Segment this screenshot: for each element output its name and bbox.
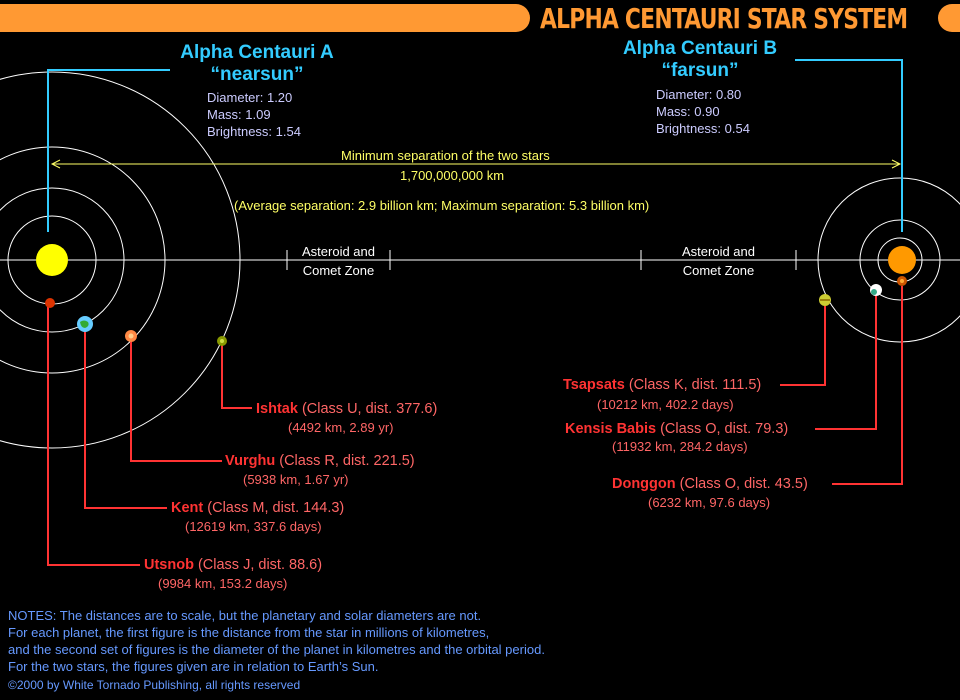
planet-utsnob-label: Utsnob (Class J, dist. 88.6) bbox=[144, 557, 322, 573]
zone-ticks bbox=[286, 250, 797, 270]
leader-ishtak bbox=[221, 341, 252, 409]
planet-kent-info: (Class M, dist. 144.3) bbox=[203, 500, 345, 516]
star-a-mass: Mass: 1.09 bbox=[207, 107, 271, 122]
star-a-brightness: Brightness: 1.54 bbox=[207, 124, 301, 139]
planet-vurghu-name: Vurghu bbox=[225, 453, 276, 469]
planet-ishtak-sub: (4492 km, 2.89 yr) bbox=[288, 420, 394, 435]
planet-kent-name: Kent bbox=[171, 500, 204, 516]
planet-donggon-name: Donggon bbox=[612, 476, 676, 492]
planet-donggon-info: (Class O, dist. 43.5) bbox=[675, 476, 808, 492]
star-a-icon bbox=[36, 244, 68, 276]
planet-utsnob-info: (Class J, dist. 88.6) bbox=[193, 557, 323, 573]
leader-kent bbox=[84, 324, 167, 509]
separation-value: 1,700,000,000 km bbox=[400, 168, 505, 183]
zone-left: Asteroid and Comet Zone bbox=[288, 242, 389, 280]
leader-utsnob bbox=[47, 303, 140, 566]
star-b-name: Alpha Centauri B bbox=[622, 38, 778, 59]
planet-kensis-babis-label: Kensis Babis (Class O, dist. 79.3) bbox=[565, 421, 788, 437]
planet-kent-sub: (12619 km, 337.6 days) bbox=[185, 519, 322, 534]
planet-utsnob-icon bbox=[45, 298, 55, 308]
notes-block: NOTES: The distances are to scale, but t… bbox=[8, 607, 545, 675]
planet-ishtak-name: Ishtak bbox=[256, 401, 298, 417]
star-a-nickname: “nearsun” bbox=[210, 64, 304, 85]
header-bar bbox=[0, 4, 530, 32]
page-title: ALPHA CENTAURI STAR SYSTEM bbox=[540, 2, 908, 35]
planet-tsapsats-sub: (10212 km, 402.2 days) bbox=[597, 397, 734, 412]
planet-tsapsats-info: (Class K, dist. 111.5) bbox=[624, 377, 762, 393]
planet-utsnob-sub: (9984 km, 153.2 days) bbox=[158, 576, 288, 591]
notes-line-2: For each planet, the first figure is the… bbox=[8, 625, 490, 640]
zone-right-line2: Comet Zone bbox=[682, 263, 755, 278]
planet-vurghu-sub: (5938 km, 1.67 yr) bbox=[243, 472, 349, 487]
star-a-leader bbox=[47, 69, 170, 232]
zone-right: Asteroid and Comet Zone bbox=[642, 242, 795, 280]
notes-line-3: and the second set of figures is the dia… bbox=[8, 642, 545, 657]
planet-kensis-babis-name: Kensis Babis bbox=[565, 421, 657, 437]
planet-kensis-babis-info: (Class O, dist. 79.3) bbox=[656, 421, 789, 437]
star-a-diameter: Diameter: 1.20 bbox=[207, 90, 293, 105]
notes-line-4: For the two stars, the figures given are… bbox=[8, 659, 379, 674]
zone-right-line1: Asteroid and bbox=[682, 244, 755, 259]
planet-vurghu-info: (Class R, dist. 221.5) bbox=[275, 453, 415, 469]
separation-label: Minimum separation of the two stars bbox=[341, 148, 550, 163]
planet-vurghu-label: Vurghu (Class R, dist. 221.5) bbox=[225, 453, 415, 469]
notes-line-1: NOTES: The distances are to scale, but t… bbox=[8, 608, 482, 623]
separation-arrow bbox=[50, 159, 902, 169]
header-cap bbox=[938, 4, 960, 32]
copyright: ©2000 by White Tornado Publishing, all r… bbox=[8, 678, 301, 692]
planet-tsapsats-name: Tsapsats bbox=[563, 377, 625, 393]
star-b-icon bbox=[888, 246, 916, 274]
star-b-diameter: Diameter: 0.80 bbox=[656, 87, 742, 102]
leader-vurghu bbox=[130, 336, 222, 462]
planet-tsapsats-label: Tsapsats (Class K, dist. 111.5) bbox=[563, 377, 761, 393]
star-b-mass: Mass: 0.90 bbox=[656, 104, 720, 119]
planet-utsnob-name: Utsnob bbox=[144, 557, 194, 573]
planet-ishtak-info: (Class U, dist. 377.6) bbox=[297, 401, 438, 417]
zone-left-line2: Comet Zone bbox=[302, 263, 375, 278]
planet-kensis-babis-sub: (11932 km, 284.2 days) bbox=[612, 439, 748, 454]
planet-donggon-sub: (6232 km, 97.6 days) bbox=[648, 495, 771, 510]
star-a-name: Alpha Centauri A bbox=[180, 42, 334, 63]
star-b-brightness: Brightness: 0.54 bbox=[656, 121, 750, 136]
leader-donggon bbox=[832, 286, 903, 485]
zone-left-line1: Asteroid and bbox=[302, 244, 375, 259]
planet-kent-label: Kent (Class M, dist. 144.3) bbox=[171, 500, 344, 516]
star-b-leader bbox=[795, 59, 903, 232]
planet-donggon-label: Donggon (Class O, dist. 43.5) bbox=[612, 476, 808, 492]
star-b-nickname: “farsun” bbox=[661, 60, 739, 81]
leader-kensis-babis bbox=[815, 296, 877, 430]
planet-ishtak-label: Ishtak (Class U, dist. 377.6) bbox=[256, 401, 437, 417]
leader-tsapsats bbox=[780, 306, 826, 386]
separation-note: (Average separation: 2.9 billion km; Max… bbox=[234, 198, 650, 213]
